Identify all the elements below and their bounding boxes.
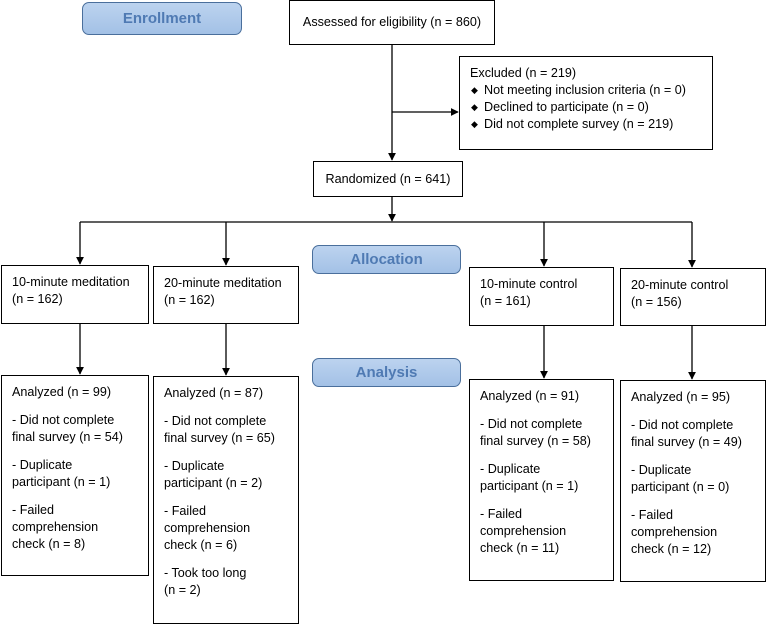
- group-name: 20-minute control: [631, 278, 729, 292]
- analysis-box-20-minute-control: Analyzed (n = 95) - Did not complete fin…: [620, 380, 766, 582]
- exclusion-reason: - Failed: [631, 508, 673, 522]
- bullet-icon: ◆: [471, 102, 478, 112]
- analyzed-count: Analyzed (n = 95): [631, 390, 731, 404]
- group-name: 10-minute control: [480, 277, 578, 291]
- group-box-10-minute-control: 10-minute control (n = 161): [469, 267, 614, 326]
- analysis-box-10-minute-meditation: Analyzed (n = 99) - Did not complete fin…: [1, 375, 149, 576]
- exclusion-reason: final survey (n = 54): [12, 430, 123, 444]
- group-name: 10-minute meditation: [12, 275, 130, 289]
- exclusion-reason: final survey (n = 49): [631, 435, 742, 449]
- excluded-item: ◆Declined to participate (n = 0): [471, 100, 649, 114]
- exclusion-reason: - Duplicate: [164, 459, 225, 473]
- exclusion-reason: - Did not complete: [631, 418, 734, 432]
- exclusion-reason: - Failed: [164, 504, 206, 518]
- exclusion-reason: participant (n = 1): [480, 479, 579, 493]
- exclusion-reason: - Duplicate: [12, 458, 73, 472]
- randomized-box: Randomized (n = 641): [313, 161, 463, 197]
- exclusion-reason: - Duplicate: [480, 462, 541, 476]
- bullet-icon: ◆: [471, 119, 478, 129]
- exclusion-reason: comprehension: [12, 520, 99, 534]
- exclusion-reason: check (n = 12): [631, 542, 712, 556]
- group-name: 20-minute meditation: [164, 276, 282, 290]
- exclusion-reason: check (n = 6): [164, 538, 238, 552]
- group-box-20-minute-control: 20-minute control (n = 156): [620, 268, 766, 326]
- exclusion-reason: comprehension: [164, 521, 251, 535]
- exclusion-reason: - Did not complete: [480, 417, 583, 431]
- excluded-box: Excluded (n = 219) ◆Not meeting inclusio…: [459, 56, 713, 150]
- exclusion-reason: comprehension: [480, 524, 567, 538]
- exclusion-reason: - Duplicate: [631, 463, 692, 477]
- exclusion-reason: final survey (n = 65): [164, 431, 275, 445]
- exclusion-reason: - Took too long: [164, 566, 247, 580]
- group-box-10-minute-meditation: 10-minute meditation (n = 162): [1, 265, 149, 324]
- analysis-box-10-minute-control: Analyzed (n = 91) - Did not complete fin…: [469, 379, 614, 581]
- exclusion-reason: - Failed: [480, 507, 522, 521]
- exclusion-reason: check (n = 11): [480, 541, 560, 555]
- exclusion-reason: (n = 2): [164, 583, 201, 597]
- exclusion-reason: participant (n = 0): [631, 480, 730, 494]
- group-count: (n = 162): [164, 293, 215, 307]
- excluded-list: ◆Not meeting inclusion criteria (n = 0) …: [470, 82, 702, 133]
- analyzed-count: Analyzed (n = 87): [164, 386, 264, 400]
- excluded-item: ◆Did not complete survey (n = 219): [471, 117, 674, 131]
- analyzed-count: Analyzed (n = 91): [480, 389, 580, 403]
- analysis-box-20-minute-meditation: Analyzed (n = 87) - Did not complete fin…: [153, 376, 299, 624]
- exclusion-reason: participant (n = 2): [164, 476, 263, 490]
- exclusion-reason: - Did not complete: [164, 414, 267, 428]
- stage-label-analysis: Analysis: [312, 358, 461, 387]
- group-count: (n = 156): [631, 295, 682, 309]
- stage-label-enrollment: Enrollment: [82, 2, 242, 35]
- exclusion-reason: final survey (n = 58): [480, 434, 591, 448]
- analyzed-count: Analyzed (n = 99): [12, 385, 112, 399]
- group-count: (n = 162): [12, 292, 63, 306]
- excluded-item: ◆Not meeting inclusion criteria (n = 0): [471, 83, 686, 97]
- excluded-title: Excluded (n = 219): [470, 66, 577, 80]
- group-count: (n = 161): [480, 294, 531, 308]
- assessed-box: Assessed for eligibility (n = 860): [289, 0, 495, 45]
- exclusion-reason: - Failed: [12, 503, 54, 517]
- exclusion-reason: comprehension: [631, 525, 718, 539]
- exclusion-reason: - Did not complete: [12, 413, 115, 427]
- group-box-20-minute-meditation: 20-minute meditation (n = 162): [153, 266, 299, 324]
- exclusion-reason: participant (n = 1): [12, 475, 111, 489]
- exclusion-reason: check (n = 8): [12, 537, 86, 551]
- stage-label-allocation: Allocation: [312, 245, 461, 274]
- bullet-icon: ◆: [471, 85, 478, 95]
